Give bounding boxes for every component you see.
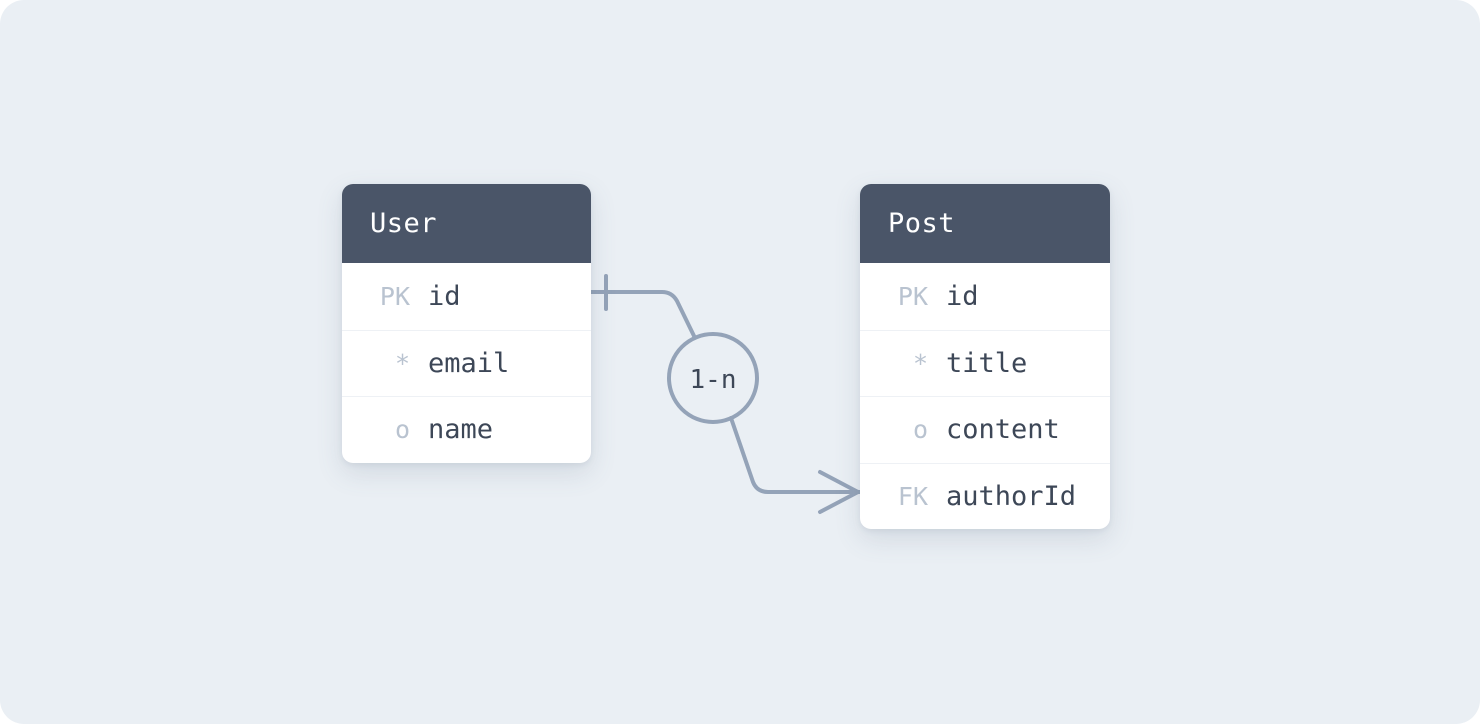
attribute-key-badge: * — [912, 348, 928, 378]
relationship-label: 1-n — [690, 365, 737, 395]
attribute-list-user: PK id * email o name — [342, 263, 591, 463]
attribute-name: name — [428, 414, 494, 446]
attribute-list-post: PK id * title o content FK authorId — [860, 263, 1110, 529]
attribute-name: content — [946, 414, 1060, 446]
attribute-key-badge: PK — [897, 281, 928, 311]
attribute-name: email — [428, 347, 510, 379]
attribute-name: authorId — [946, 480, 1077, 512]
attribute-key-badge: o — [912, 415, 928, 445]
entity-title: User — [370, 208, 438, 239]
edge-path-user-to-relationship — [589, 290, 697, 340]
attribute-row[interactable]: PK id — [860, 263, 1110, 330]
attribute-row[interactable]: o name — [342, 396, 591, 463]
attribute-name: id — [428, 280, 461, 312]
attribute-key-badge: FK — [897, 481, 928, 511]
attribute-row[interactable]: * email — [342, 329, 591, 397]
entity-card-user[interactable]: User PK id * email o name — [342, 184, 591, 463]
entity-header-user: User — [342, 184, 591, 263]
attribute-key-badge: * — [394, 348, 410, 378]
entity-title: Post — [888, 208, 956, 239]
edge-path-relationship-to-post — [729, 416, 862, 494]
attribute-key-badge: PK — [379, 281, 410, 311]
entity-card-post[interactable]: Post PK id * title o content FK authorId — [860, 184, 1110, 529]
attribute-row[interactable]: PK id — [342, 263, 591, 330]
attribute-row[interactable]: * title — [860, 329, 1110, 397]
attribute-row[interactable]: o content — [860, 396, 1110, 463]
attribute-name: id — [946, 280, 979, 312]
cardinality-many-crowsfoot — [818, 470, 860, 514]
attribute-name: title — [946, 347, 1028, 379]
entity-header-post: Post — [860, 184, 1110, 263]
attribute-key-badge: o — [394, 415, 410, 445]
relationship-circle[interactable] — [667, 332, 759, 424]
attribute-row[interactable]: FK authorId — [860, 462, 1110, 530]
